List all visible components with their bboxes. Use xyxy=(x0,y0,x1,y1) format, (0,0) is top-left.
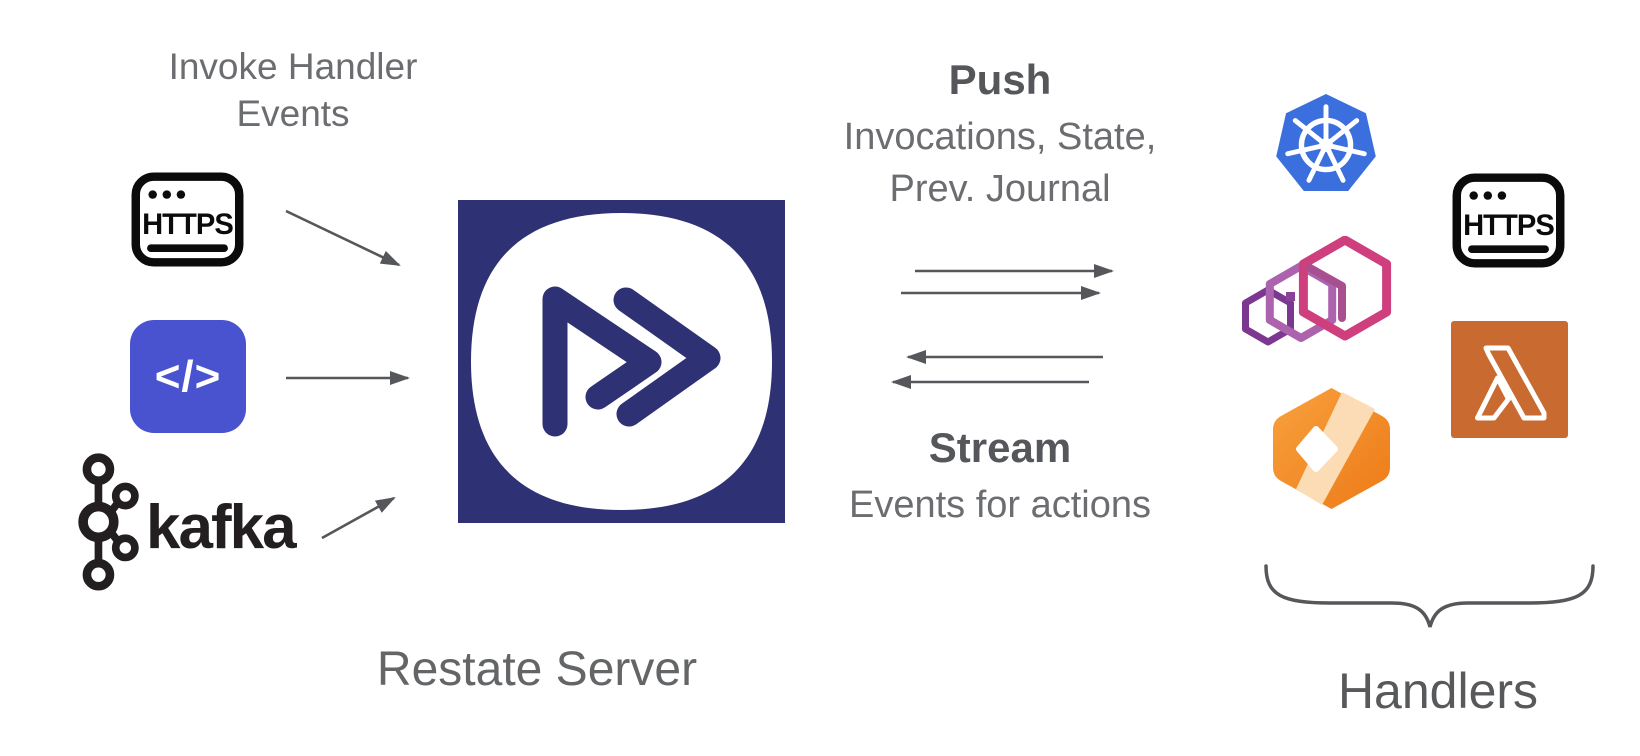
arrow-kafka-to-server xyxy=(321,496,396,540)
invoke-handler-events-label: Invoke Handler Events xyxy=(93,44,493,137)
container-cube-front xyxy=(1298,236,1392,341)
handlers-underbrace xyxy=(1264,564,1595,628)
cloudflare-workers-icon xyxy=(1273,388,1390,509)
restate-server-label: Restate Server xyxy=(376,643,698,696)
browser-dot xyxy=(162,190,172,199)
container-port-mark xyxy=(1286,292,1295,301)
browser-dot xyxy=(148,190,157,199)
invoke-label-line1: Invoke Handler xyxy=(168,46,418,87)
lambda-glyph xyxy=(1475,345,1547,421)
https-icon: HTTPS xyxy=(131,172,244,267)
browser-dot xyxy=(176,190,186,199)
kubernetes-wheel-ring xyxy=(1298,117,1354,173)
kubernetes-wheel-hub xyxy=(1319,138,1333,152)
browser-dot xyxy=(1483,191,1493,200)
containers-icon xyxy=(1242,236,1392,346)
push-detail-line1: Invocations, State, xyxy=(843,116,1157,158)
kubernetes-icon xyxy=(1276,93,1376,192)
https-icon: HTTPS xyxy=(1452,173,1565,268)
https-browser-frame xyxy=(1452,173,1565,268)
stream-title: Stream xyxy=(928,424,1072,471)
push-detail: Invocations, State, Prev. Journal xyxy=(795,112,1205,215)
arrow-https-to-server xyxy=(285,209,401,267)
handlers-label: Handlers xyxy=(1337,663,1539,719)
https-icon-label: HTTPS xyxy=(142,209,233,241)
code-sdk-icon: </> xyxy=(130,320,246,433)
lambda-icon xyxy=(1451,321,1568,438)
container-cube-fold-edge xyxy=(1306,264,1346,322)
browser-dot xyxy=(1469,191,1478,200)
push-flow-label: Push Invocations, State, Prev. Journal xyxy=(795,56,1205,215)
https-browser-frame xyxy=(131,172,244,267)
invoke-label-line2: Events xyxy=(236,92,350,134)
kafka-node-graph xyxy=(78,453,139,591)
code-glyph: </> xyxy=(154,351,222,401)
container-cube-back xyxy=(1242,286,1294,346)
restate-fast-forward-glyph xyxy=(542,286,721,437)
workers-diamond-cutout xyxy=(1296,426,1338,472)
stream-flow-label: Stream Events for actions xyxy=(795,424,1205,532)
https-icon-label: HTTPS xyxy=(1463,210,1554,242)
kafka-icon xyxy=(78,453,139,591)
restate-logo-squircle xyxy=(471,213,772,510)
kafka-wordmark: kafka xyxy=(146,493,297,562)
browser-dot xyxy=(1497,191,1507,200)
stream-detail: Events for actions xyxy=(848,484,1152,526)
push-detail-line2: Prev. Journal xyxy=(889,167,1111,210)
push-title: Push xyxy=(948,56,1052,103)
lambda-background xyxy=(1451,321,1568,438)
restate-logo xyxy=(458,200,785,523)
